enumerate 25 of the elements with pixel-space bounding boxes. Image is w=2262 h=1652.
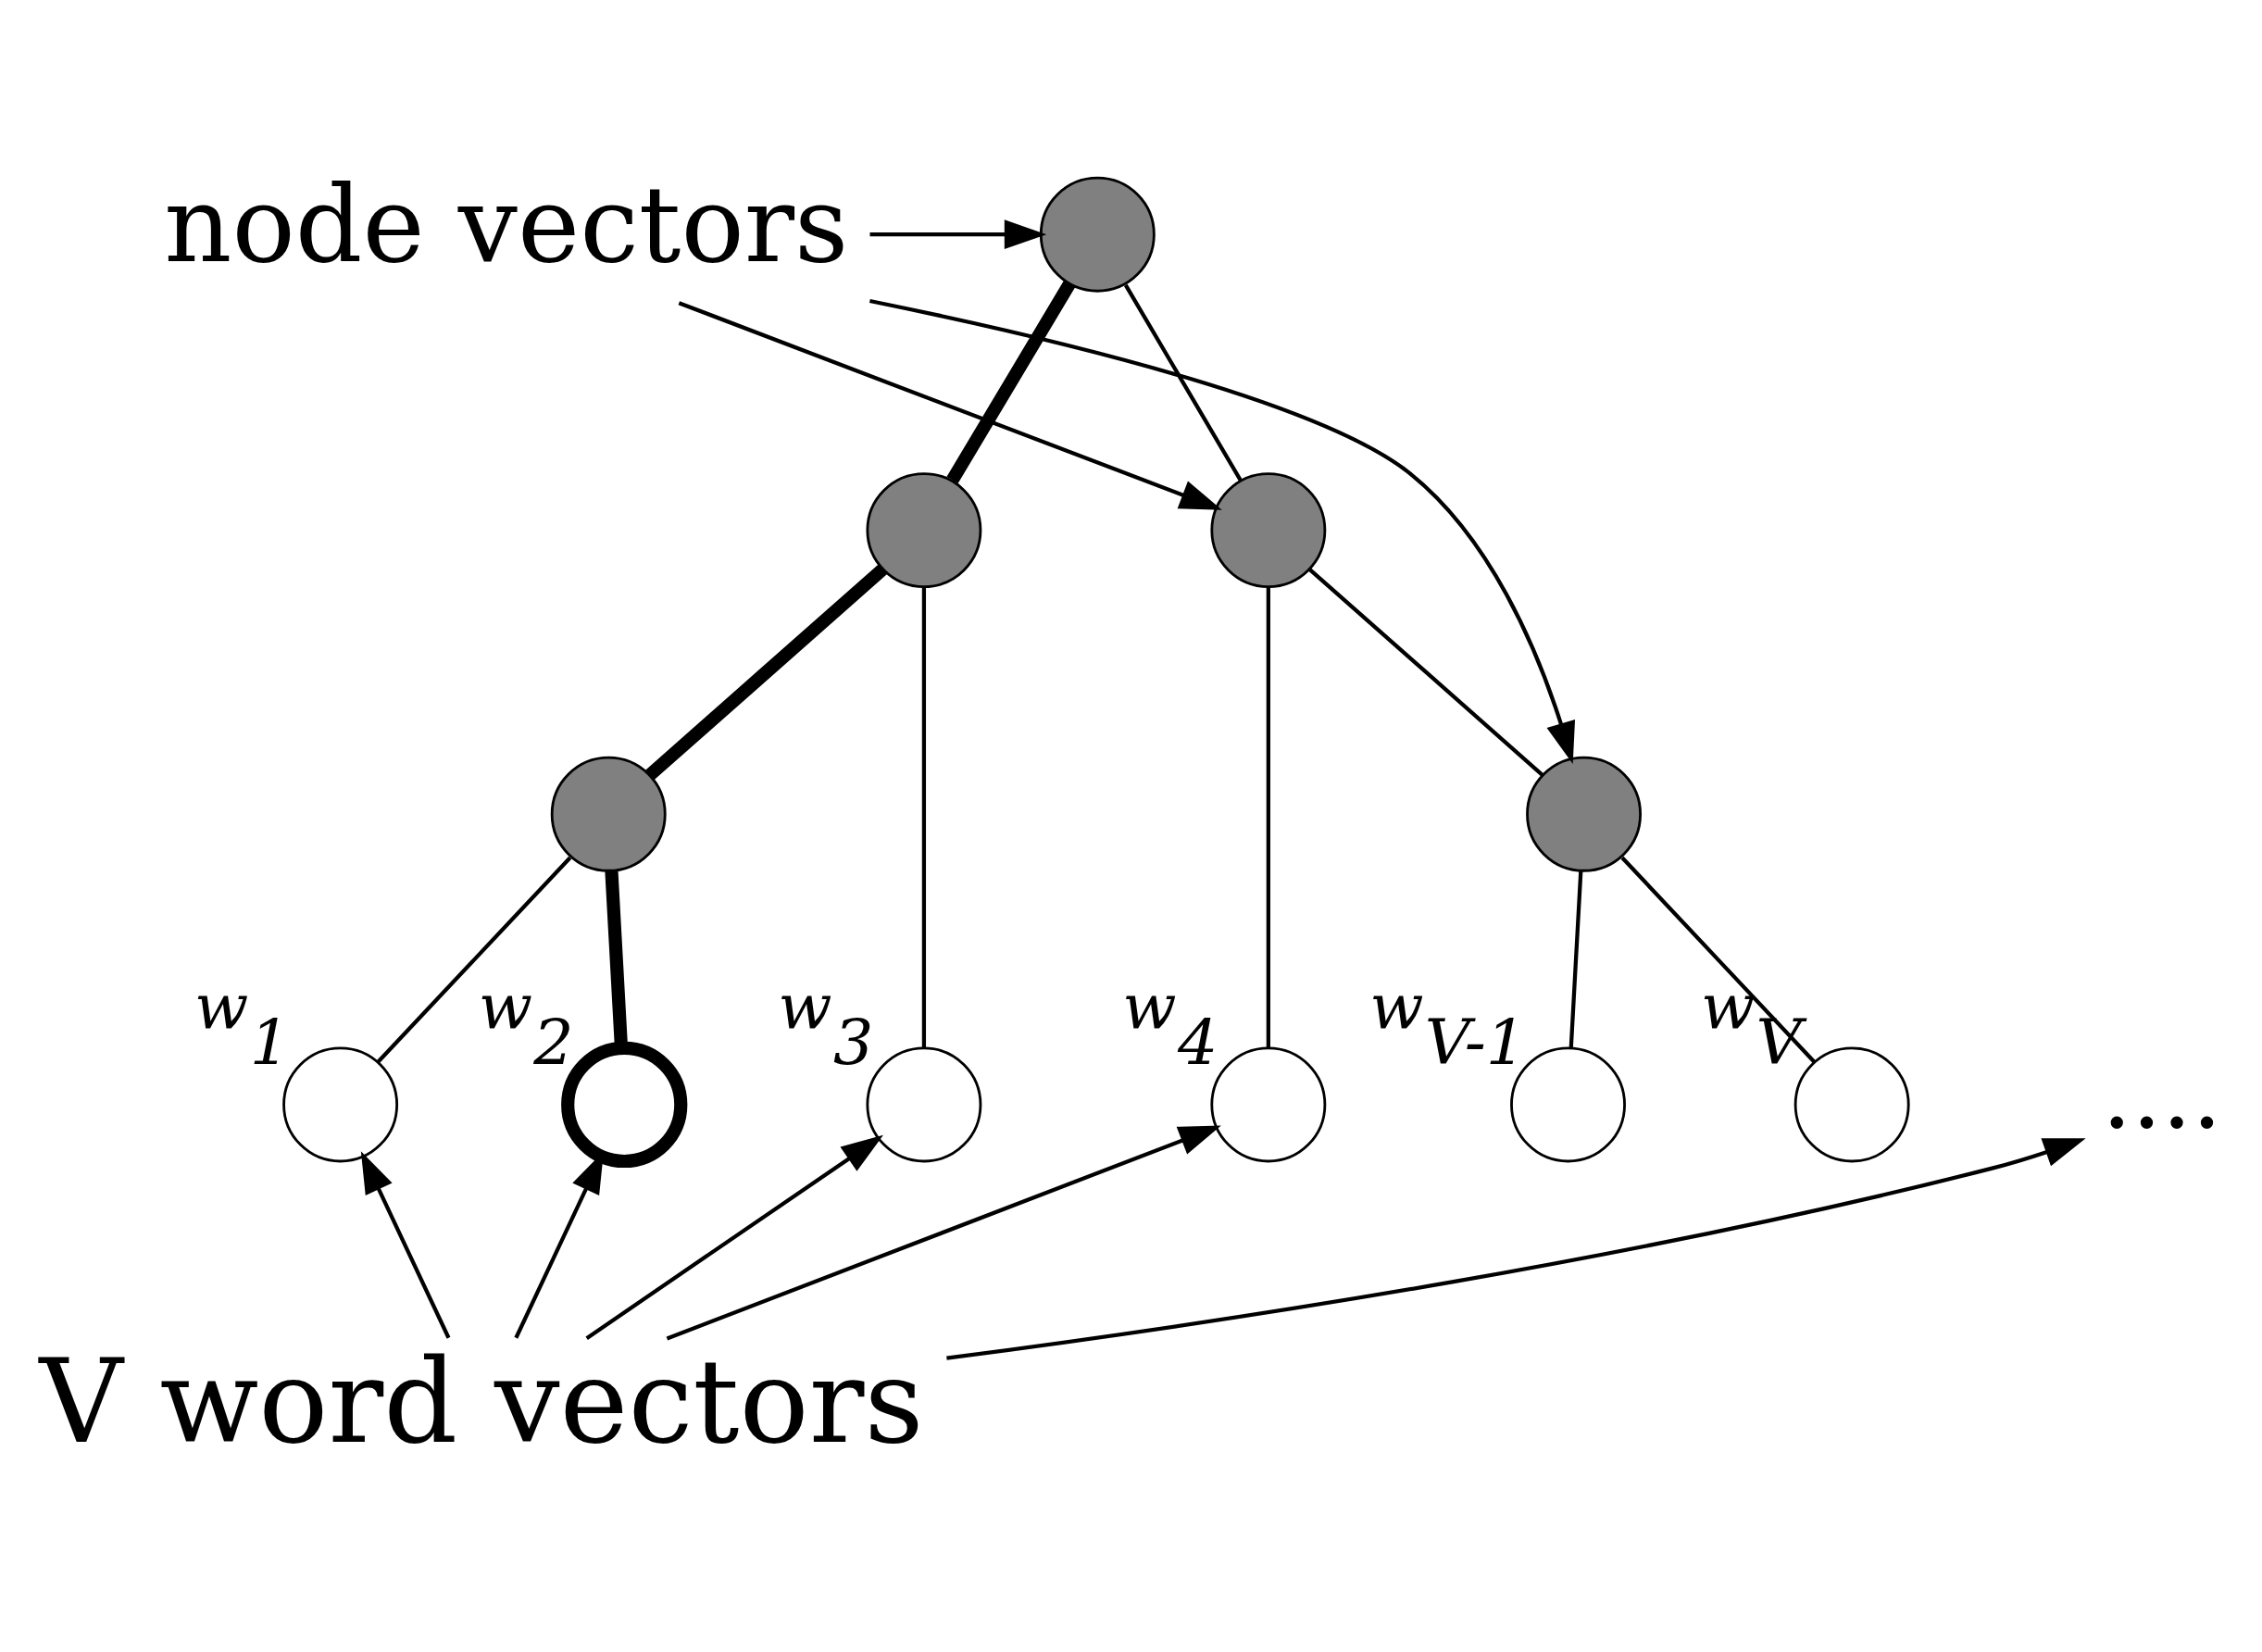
connector [376,856,572,1064]
connector [1308,568,1544,777]
connector [1568,870,1583,1048]
arrow [666,1125,1221,1341]
arrow [869,298,1576,765]
connector [1266,587,1270,1048]
node-circle [1210,472,1327,589]
node-circle [866,472,982,589]
node-circle [1039,176,1156,293]
node-text: .... [2101,1039,2222,1150]
node-circle [1526,756,1642,872]
connector [1123,283,1243,482]
connector [1620,856,1817,1064]
node-text: node vectors [164,163,849,286]
arrow [678,301,1222,510]
node-circle [282,1046,399,1163]
connector [946,280,1076,484]
arrow [585,1134,883,1340]
node-text: V word vectors [39,1333,924,1469]
arrow [946,1138,2086,1360]
arrow [869,219,1047,250]
node-circle [550,756,667,872]
connector [645,564,888,781]
arrow [360,1151,451,1339]
connector [921,587,927,1048]
